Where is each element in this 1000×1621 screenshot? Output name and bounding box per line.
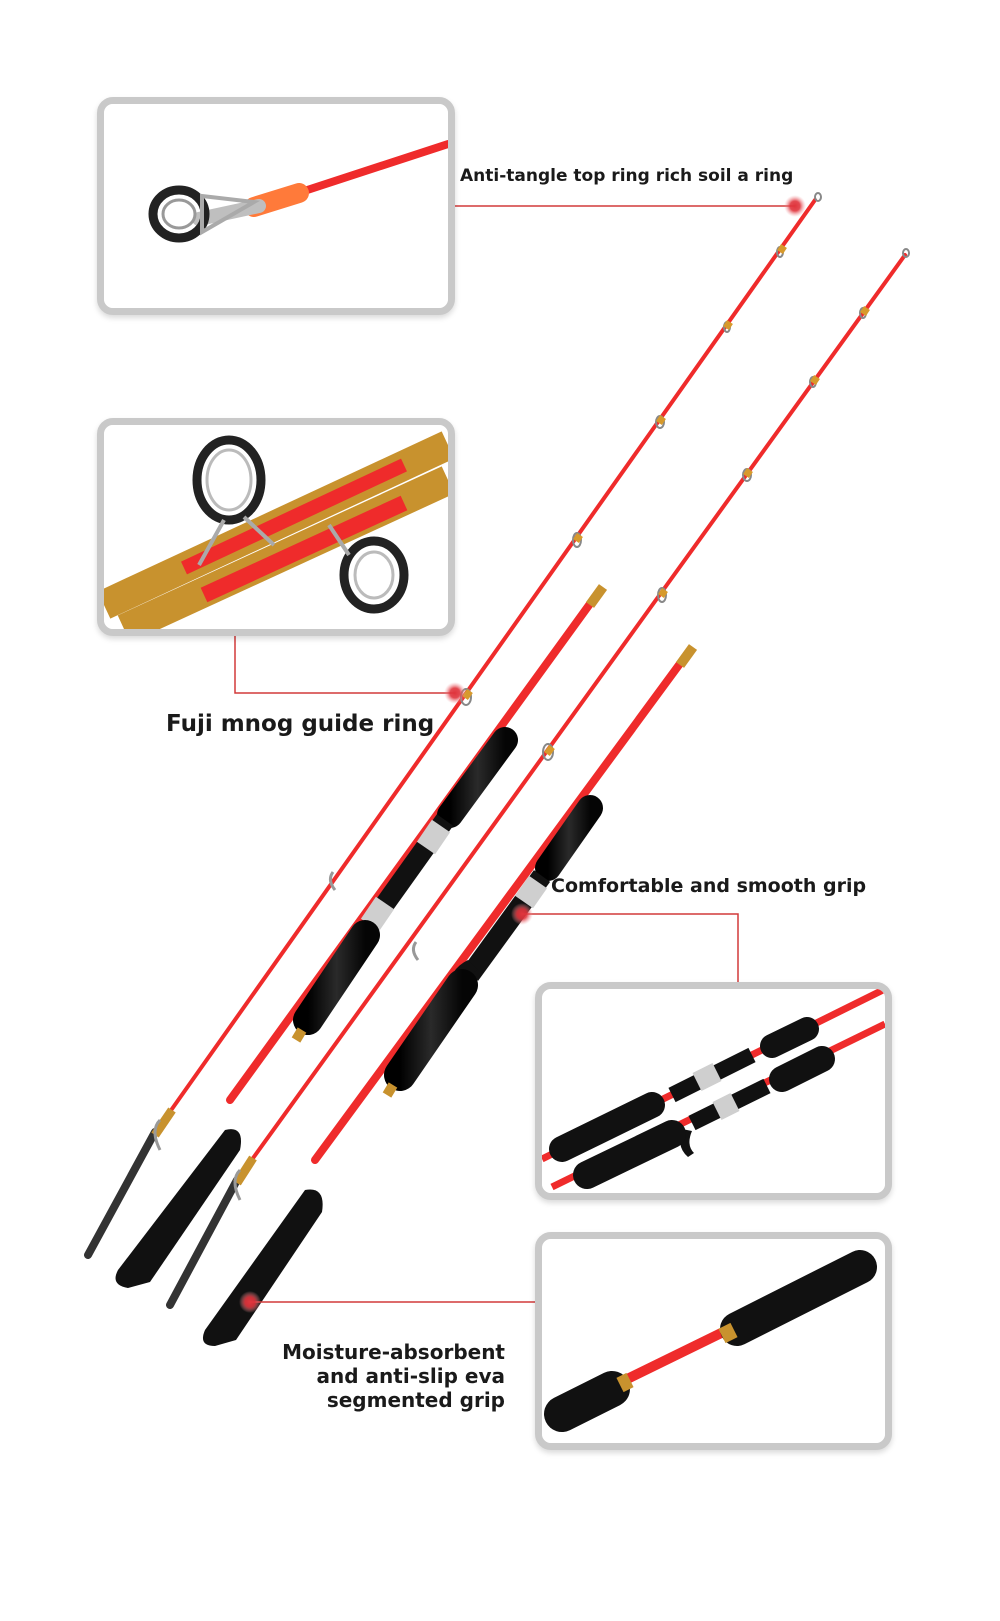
callout-guide-ring: Fuji mnog guide ring <box>166 711 435 737</box>
ring-frame-icon <box>200 193 261 236</box>
detail-frame-grip <box>535 982 892 1200</box>
callout-eva-grip: Moisture-absorbent and anti-slip eva seg… <box>282 1340 505 1412</box>
rod-1-butt-section <box>115 584 608 1288</box>
eva-grip-closeup <box>542 1239 885 1443</box>
grip-closeup <box>542 989 885 1193</box>
leader-grip <box>511 903 739 982</box>
detail-frame-eva-grip <box>535 1232 892 1450</box>
detail-frame-guide-ring <box>97 418 455 636</box>
callout-top-ring: Anti-tangle top ring rich soil a ring <box>460 166 794 186</box>
rod-2-butt-section <box>202 644 698 1346</box>
guide-ring-closeup <box>104 425 448 629</box>
top-ring-closeup <box>104 104 448 308</box>
rod-2-tip-section <box>166 248 910 1309</box>
callout-eva-line-3: segmented grip <box>326 1388 505 1412</box>
leader-top-ring <box>455 195 806 217</box>
rod-1-wraps <box>462 244 787 701</box>
callout-eva-line-2: and anti-slip eva <box>316 1364 505 1388</box>
callout-grip: Comfortable and smooth grip <box>551 875 867 897</box>
rod-2-wraps <box>544 306 870 757</box>
leader-eva <box>239 1291 536 1313</box>
rod-1-tip-section <box>84 192 822 1259</box>
leader-guide-ring <box>234 633 466 704</box>
detail-frame-top-ring <box>97 97 455 315</box>
callout-eva-line-1: Moisture-absorbent <box>282 1340 505 1364</box>
